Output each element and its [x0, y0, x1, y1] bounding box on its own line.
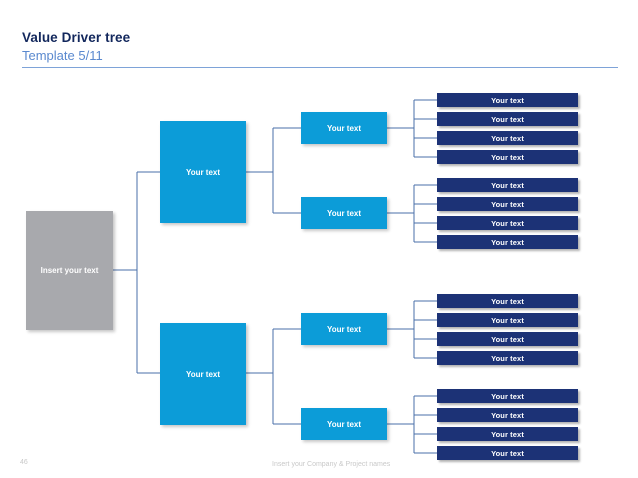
leaf-bar-label: Your text: [491, 152, 524, 162]
leaf-bar[interactable]: Your text: [437, 313, 578, 327]
sub-branch-node-1-label: Your text: [326, 123, 362, 133]
sub-branch-node-4-label: Your text: [326, 419, 362, 429]
leaf-bar-label: Your text: [491, 199, 524, 209]
leaf-bar[interactable]: Your text: [437, 178, 578, 192]
leaf-bar[interactable]: Your text: [437, 216, 578, 230]
leaf-bar[interactable]: Your text: [437, 131, 578, 145]
branch-node-2-label: Your text: [185, 369, 221, 379]
leaf-bar[interactable]: Your text: [437, 197, 578, 211]
slide-header: Value Driver tree Template 5/11: [22, 30, 130, 63]
leaf-bar-label: Your text: [491, 429, 524, 439]
footer-note: Insert your Company & Project names: [272, 461, 391, 468]
page-number: 46: [20, 459, 28, 466]
leaf-bar-label: Your text: [491, 95, 524, 105]
leaf-bar[interactable]: Your text: [437, 235, 578, 249]
leaf-bar[interactable]: Your text: [437, 427, 578, 441]
sub-branch-node-1[interactable]: Your text: [301, 112, 387, 144]
leaf-bar[interactable]: Your text: [437, 332, 578, 346]
leaf-bar[interactable]: Your text: [437, 408, 578, 422]
leaf-bar-label: Your text: [491, 114, 524, 124]
leaf-bar-label: Your text: [491, 448, 524, 458]
sub-branch-node-2[interactable]: Your text: [301, 197, 387, 229]
leaf-bar-label: Your text: [491, 391, 524, 401]
branch-node-1-label: Your text: [185, 167, 221, 177]
root-node[interactable]: Insert your text: [26, 211, 113, 330]
leaf-bar-label: Your text: [491, 237, 524, 247]
leaf-bar[interactable]: Your text: [437, 294, 578, 308]
sub-branch-node-2-label: Your text: [326, 208, 362, 218]
sub-branch-node-4[interactable]: Your text: [301, 408, 387, 440]
leaf-bar[interactable]: Your text: [437, 150, 578, 164]
header-divider: [22, 67, 618, 68]
leaf-bar-label: Your text: [491, 218, 524, 228]
leaf-bar-label: Your text: [491, 315, 524, 325]
leaf-bar[interactable]: Your text: [437, 389, 578, 403]
leaf-bar[interactable]: Your text: [437, 112, 578, 126]
leaf-bar-label: Your text: [491, 410, 524, 420]
sub-branch-node-3-label: Your text: [326, 324, 362, 334]
leaf-bar[interactable]: Your text: [437, 446, 578, 460]
leaf-bar-label: Your text: [491, 334, 524, 344]
sub-branch-node-3[interactable]: Your text: [301, 313, 387, 345]
leaf-bar[interactable]: Your text: [437, 351, 578, 365]
leaf-bar-label: Your text: [491, 180, 524, 190]
page-subtitle: Template 5/11: [22, 48, 103, 63]
page-title: Value Driver tree: [22, 30, 131, 45]
root-node-label: Insert your text: [40, 266, 99, 275]
leaf-bar[interactable]: Your text: [437, 93, 578, 107]
branch-node-1[interactable]: Your text: [160, 121, 246, 223]
branch-node-2[interactable]: Your text: [160, 323, 246, 425]
leaf-bar-label: Your text: [491, 133, 524, 143]
leaf-bar-label: Your text: [491, 296, 524, 306]
leaf-bar-label: Your text: [491, 353, 524, 363]
